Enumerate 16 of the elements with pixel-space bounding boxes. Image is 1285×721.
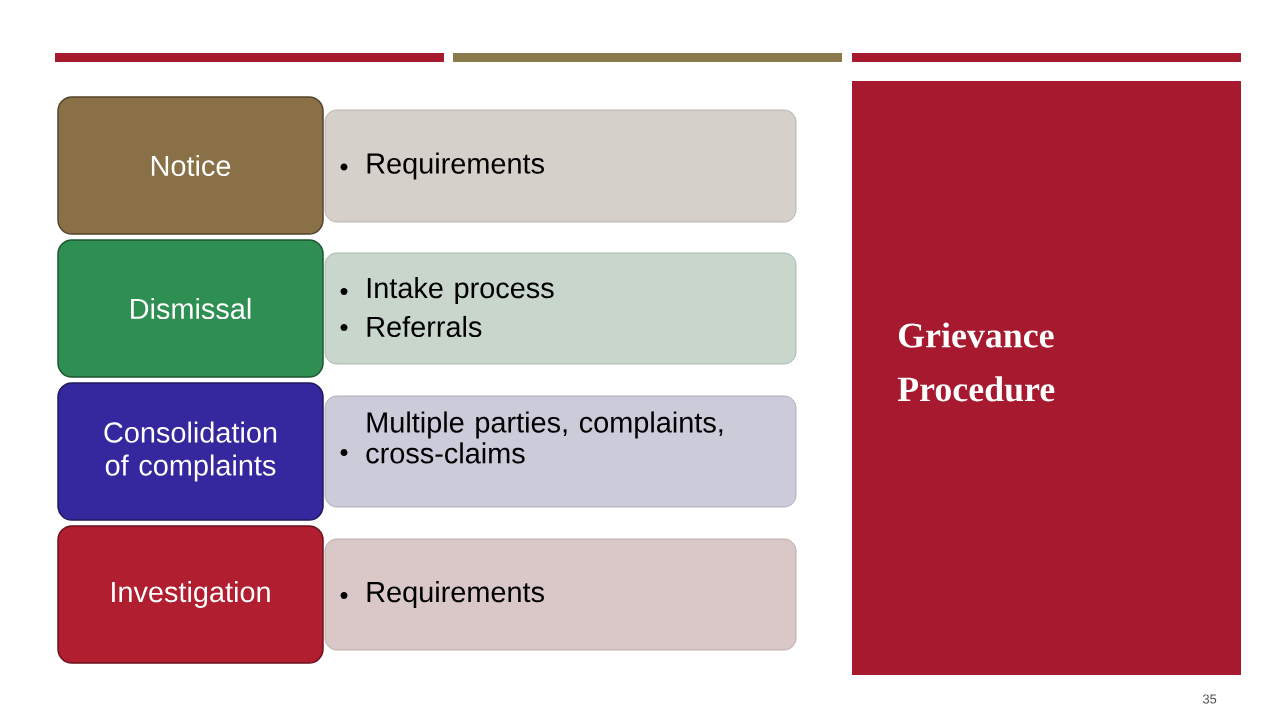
bullet-item: Requirements — [340, 152, 544, 180]
page-number: 35 — [1202, 694, 1217, 704]
detail-box — [324, 252, 797, 365]
bullet-item: Referrals — [340, 315, 482, 338]
bullet-item: Multiple parties, complaints, cross-claims — [340, 411, 723, 464]
bullet-item: Intake process — [340, 277, 554, 304]
detail-box — [324, 109, 797, 223]
stage-box: Consolidation of complaints — [57, 382, 324, 521]
title-panel — [852, 81, 1241, 675]
detail-box — [324, 395, 797, 508]
panel-title: Grievance Procedure — [897, 322, 1055, 402]
stage-box: Investigation — [57, 525, 324, 664]
stage-box: Notice — [57, 96, 324, 235]
detail-box — [324, 538, 797, 651]
bullet-item: Requirements — [340, 581, 544, 608]
stage-box: Dismissal — [57, 239, 324, 378]
